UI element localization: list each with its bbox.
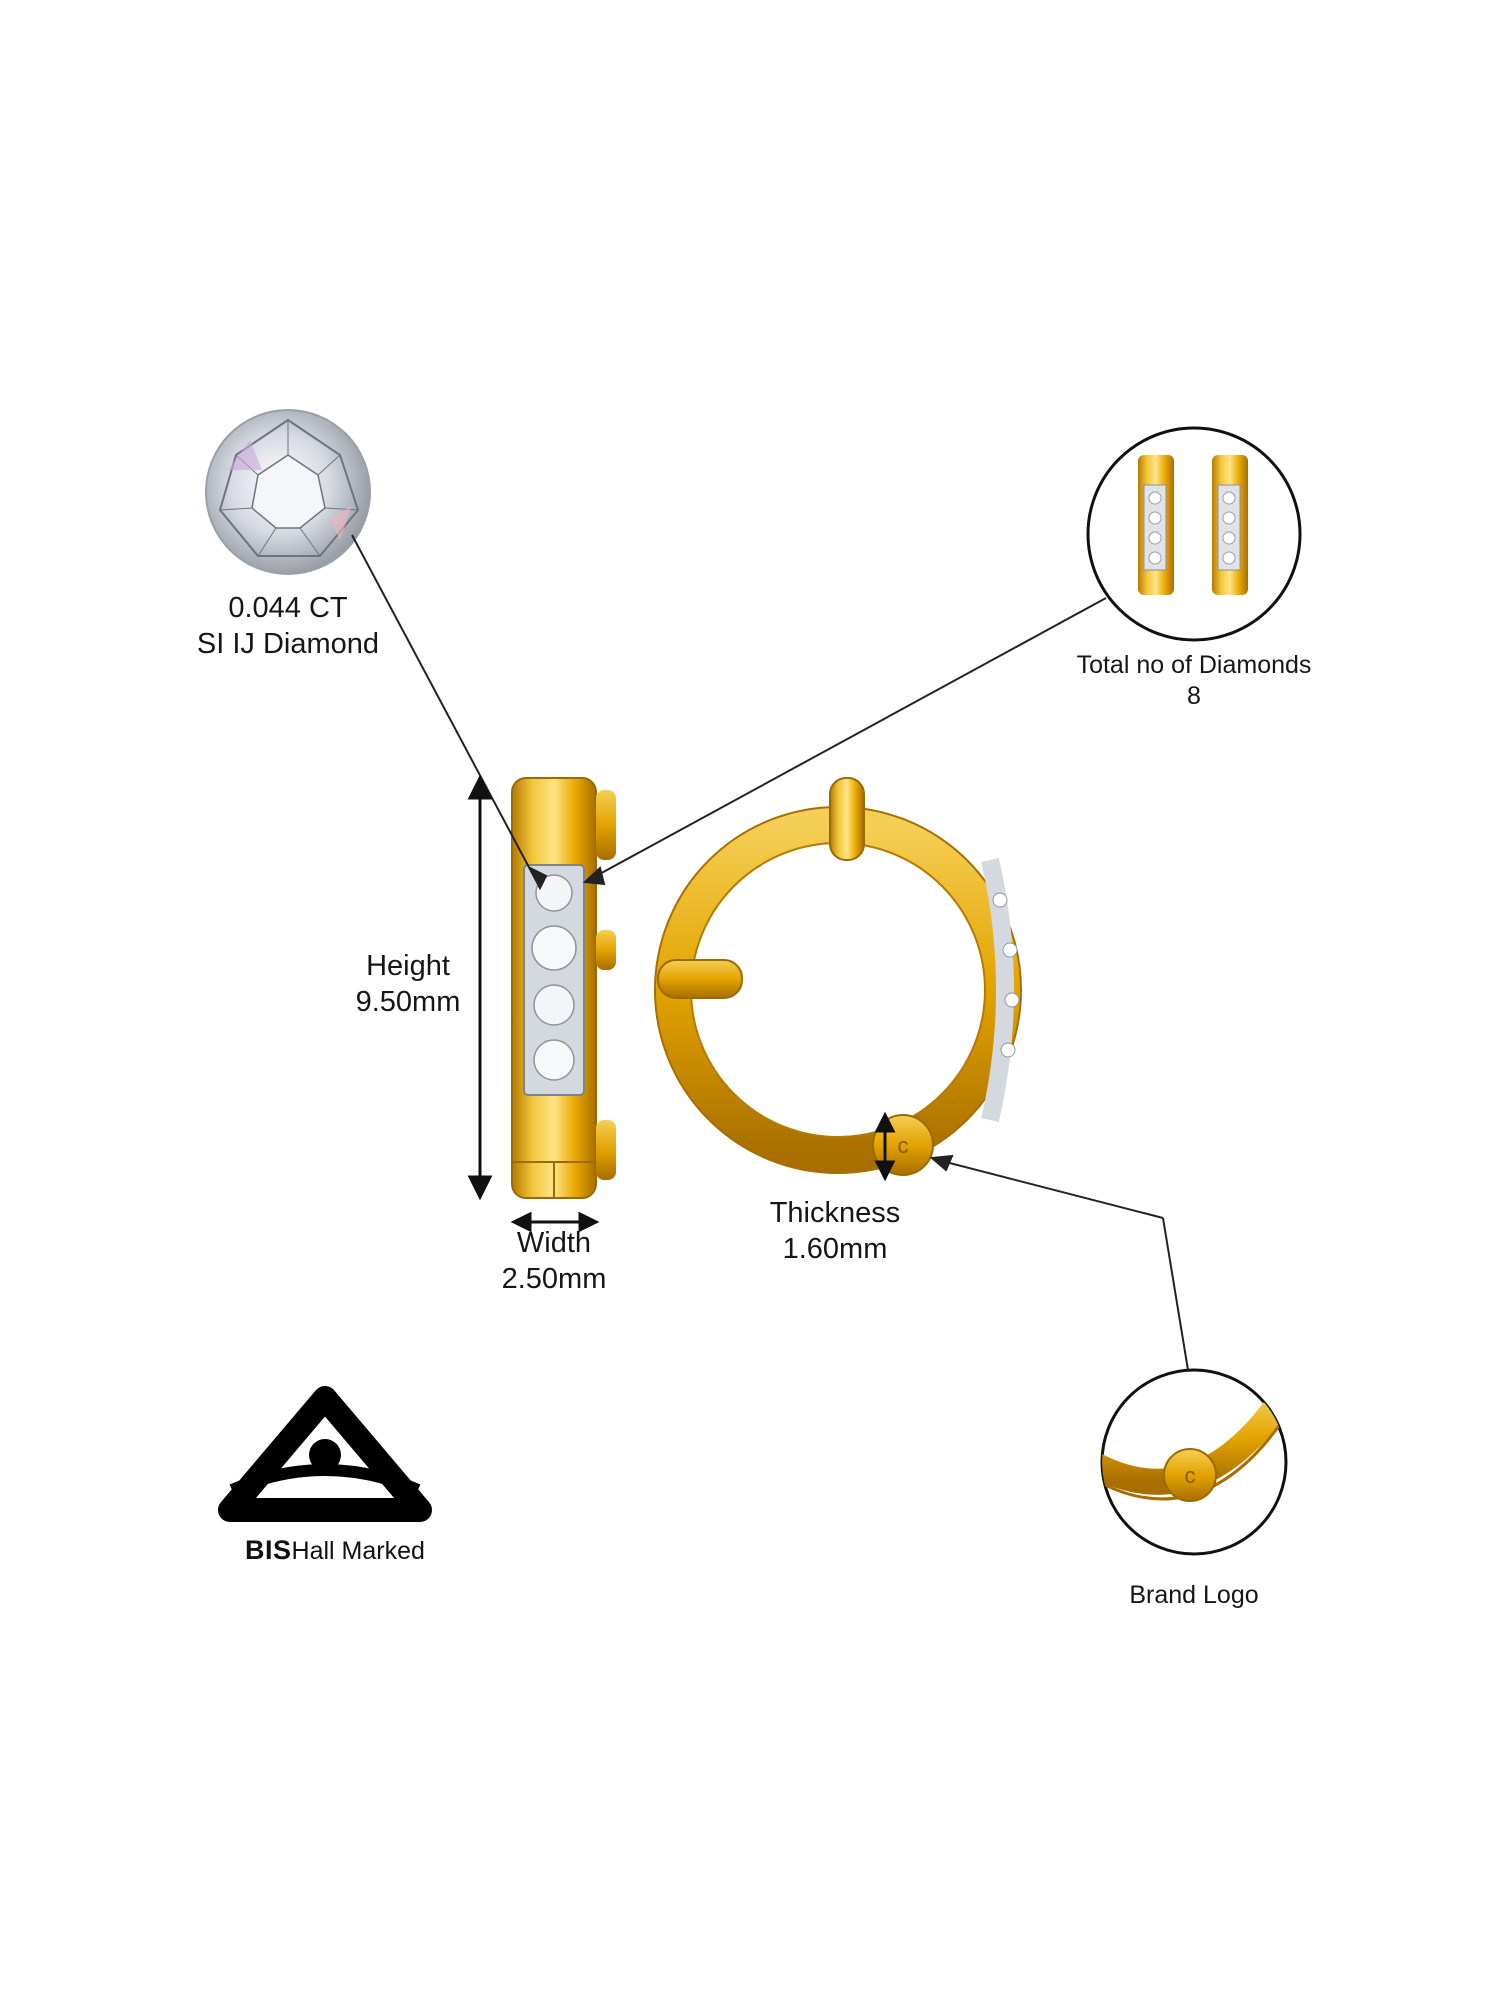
brand-logo-title: Brand Logo [1129, 1581, 1259, 1609]
diamond-icon [205, 409, 371, 575]
brand-logo-label: Brand Logo [1094, 1580, 1294, 1611]
height-value: 9.50mm [355, 986, 461, 1018]
bis-bold: BIS [245, 1535, 292, 1565]
brand-logo-detail-icon: c [1100, 1368, 1288, 1556]
diamond-quality: SI IJ Diamond [196, 628, 380, 660]
width-value: 2.50mm [501, 1263, 607, 1295]
total-diamonds-text: Total no of Diamonds [1076, 651, 1312, 679]
thickness-value: 1.60mm [782, 1233, 888, 1265]
brand-mark-small: c [898, 1133, 909, 1158]
thickness-label: Thickness 1.60mm [755, 1195, 915, 1267]
diamond-info-label: 0.044 CT SI IJ Diamond [168, 590, 408, 662]
diamond-weight: 0.044 CT [228, 592, 348, 624]
total-diamonds-count: 8 [1187, 682, 1201, 710]
brand-mark-large: c [1185, 1463, 1196, 1488]
bis-rest: Hall Marked [291, 1537, 425, 1565]
height-label: Height 9.50mm [338, 948, 478, 1020]
thickness-title: Thickness [769, 1197, 901, 1229]
width-title: Width [516, 1227, 592, 1259]
leader-lines [351, 534, 1189, 1371]
bis-hallmark-text: BISHall Marked [245, 1535, 425, 1566]
height-title: Height [366, 950, 450, 982]
earring-front-view: c [654, 777, 1022, 1176]
earring-side-view [511, 777, 616, 1199]
total-diamonds-label: Total no of Diamonds 8 [1044, 650, 1344, 712]
earring-pair-icon [1086, 426, 1302, 642]
width-label: Width 2.50mm [482, 1225, 626, 1297]
bis-hallmark-logo [218, 1386, 432, 1522]
dimension-arrows [467, 774, 896, 1233]
